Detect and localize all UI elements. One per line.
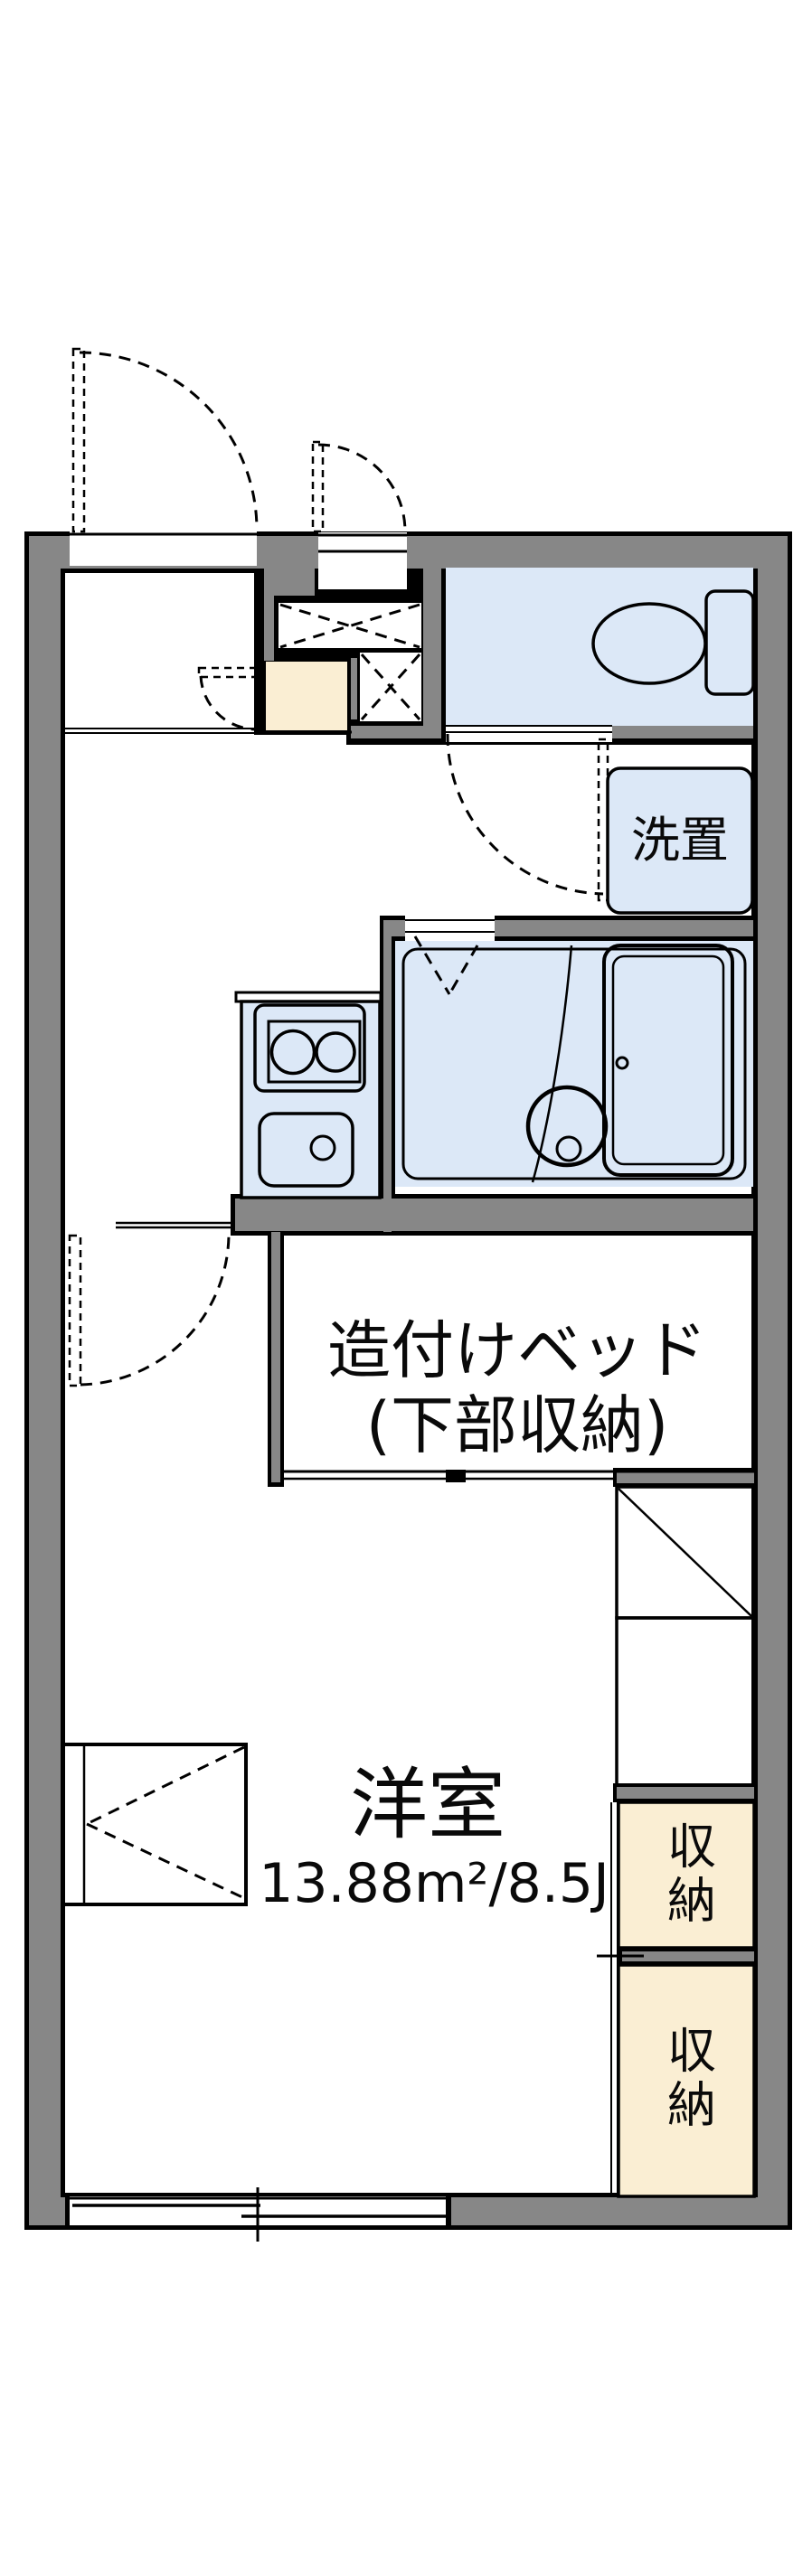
kitchen-counter: [240, 1000, 382, 1199]
burner-left: [269, 1029, 316, 1076]
counter-edge: [234, 991, 382, 1003]
stove-top: [267, 1020, 362, 1084]
hall-door-arc: [199, 675, 257, 731]
entrance-step-x-upper: [279, 603, 420, 649]
bed-label-line1: 造付けベッド: [327, 1313, 707, 1387]
storage-lower-label: 収納: [659, 2025, 716, 2133]
room-door-arc: [80, 1235, 231, 1387]
threshold-lines: [65, 532, 754, 2242]
room-door-leaf: [68, 1234, 82, 1387]
meter-box-door-arc: [317, 443, 407, 532]
toilet-door-arc: [446, 733, 604, 896]
room-name-label: 洋室: [350, 1760, 505, 1850]
stove: [253, 1003, 366, 1093]
cabinet-diagonal: [618, 1488, 752, 1617]
sink-drain: [309, 1134, 336, 1161]
labels: 洗置 造付けベッド (下部収納) 洋室 13.88m²/8.5J 収納 収納: [259, 812, 729, 2133]
cabinet-lower: [615, 1616, 755, 1787]
bathroom: [395, 941, 753, 1187]
water-areas: [240, 568, 754, 1199]
genkan-floor: [266, 662, 347, 730]
bath-drain-plug: [555, 1135, 582, 1162]
bathtub-inner: [611, 954, 725, 1166]
room-area-label: 13.88m²/8.5J: [259, 1852, 609, 1915]
fixtures: [61, 589, 755, 1906]
bath-floor-edge: [531, 945, 573, 1183]
burner-right: [315, 1031, 356, 1073]
furniture-box: [61, 1743, 248, 1906]
storage-lower-box: [617, 1963, 756, 2198]
bathroom-door-swing: [413, 935, 479, 995]
toilet-bowl: [591, 602, 707, 685]
entrance-door-arc: [79, 351, 259, 531]
storage-upper-label: 収納: [659, 1820, 716, 1929]
bathtub-knob: [615, 1056, 629, 1070]
sink: [258, 1112, 354, 1188]
bed-label-line2: (下部収納): [366, 1388, 669, 1462]
hall-door-leaf: [197, 666, 258, 679]
toilet-room: [446, 568, 753, 726]
laundry-label: 洗置: [631, 812, 729, 869]
bed-door-handle: [446, 1470, 466, 1482]
cream-areas: [266, 662, 756, 2198]
doors: [68, 347, 609, 1387]
hall-room-divider-wall: [254, 568, 264, 735]
bath-unit-frame: [401, 947, 747, 1180]
furniture-box-swing-upper: [86, 1745, 245, 1826]
storage-upper-box: [617, 1800, 756, 1950]
entrance-door-leaf: [71, 347, 86, 533]
furniture-box-swing-lower: [86, 1822, 245, 1900]
wall-fill: [29, 536, 788, 2225]
entrance-door-opening: [70, 531, 257, 566]
meter-box-door-leaf: [311, 440, 325, 533]
toilet-door-leaf: [597, 738, 609, 902]
washing-machine-pan: [606, 766, 754, 915]
entrance-step-x-lower: [360, 653, 421, 720]
meter-box-niche: [318, 532, 407, 589]
bath-drain: [525, 1085, 609, 1168]
bathtub: [602, 944, 734, 1177]
